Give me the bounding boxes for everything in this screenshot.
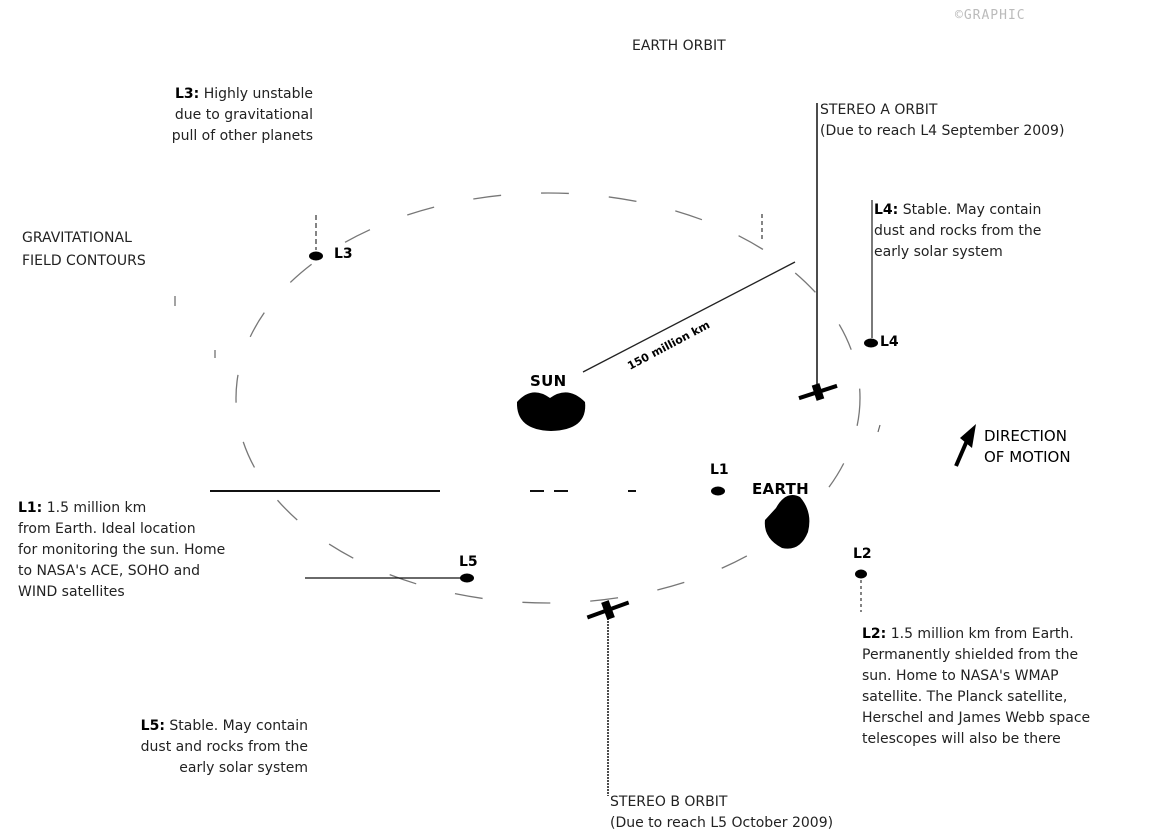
l3-note: L3: Highly unstable due to gravitational… <box>172 84 313 147</box>
stereo-a-title: STEREO A ORBIT <box>820 102 938 118</box>
diagram-title: EARTH ORBIT <box>632 38 726 54</box>
l2-note-line: sun. Home to NASA's WMAP <box>862 668 1059 684</box>
earth-orbit-path <box>235 192 861 604</box>
l4-note-line: dust and rocks from the <box>874 223 1042 239</box>
l5-label: L5 <box>459 554 478 570</box>
stereo-a-label: STEREO A ORBIT (Due to reach L4 Septembe… <box>820 100 1064 142</box>
l5-point <box>460 573 474 583</box>
field-contour <box>877 424 881 433</box>
l3-note-head: L3: <box>174 86 200 102</box>
l3-note-line: Highly unstable <box>199 86 313 102</box>
gravitational-label-line2: FIELD CONTOURS <box>22 253 146 269</box>
earth-shape <box>764 495 810 549</box>
l1-label: L1 <box>710 462 729 478</box>
l4-note-line: Stable. May contain <box>898 202 1042 218</box>
stereo-a-date: (Due to reach L4 September 2009) <box>820 123 1065 139</box>
l2-point <box>855 569 867 579</box>
l3-label: L3 <box>334 246 353 262</box>
l3-note-line: due to gravitational <box>174 107 313 123</box>
l5-note-line: early solar system <box>179 760 308 776</box>
l1-note: L1: 1.5 million km from Earth. Ideal loc… <box>18 498 225 603</box>
l2-label: L2 <box>853 546 872 562</box>
l1-point <box>711 486 725 496</box>
l2-note-line: 1.5 million km from Earth. <box>886 626 1074 642</box>
stereo-b-title: STEREO B ORBIT <box>610 794 728 810</box>
l2-note-line: Herschel and James Webb space <box>862 710 1091 726</box>
l5-note-head: L5: <box>140 718 165 734</box>
l5-note-line: Stable. May contain <box>164 718 308 734</box>
l5-note: L5: Stable. May contain dust and rocks f… <box>141 716 308 779</box>
l2-note-line: satellite. The Planck satellite, <box>862 689 1068 705</box>
l2-note-head: L2: <box>862 626 887 642</box>
stereo-b-satellite-icon <box>586 600 630 620</box>
sun-label: SUN <box>530 372 567 390</box>
stereo-b-label: STEREO B ORBIT (Due to reach L5 October … <box>610 792 833 834</box>
l1-note-line: for monitoring the sun. Home <box>18 542 226 558</box>
distance-line <box>582 261 796 373</box>
l4-note-head: L4: <box>874 202 899 218</box>
l3-point <box>309 251 323 261</box>
credit-watermark: ©GRAPHIC <box>955 8 1026 23</box>
l2-note: L2: 1.5 million km from Earth. Permanent… <box>862 624 1090 750</box>
l1-note-line: to NASA's ACE, SOHO and <box>18 563 200 579</box>
l4-note-line: early solar system <box>874 244 1003 260</box>
l3-note-line: pull of other planets <box>171 128 313 144</box>
direction-label-line2: OF MOTION <box>984 448 1071 466</box>
sun-shape <box>516 392 586 431</box>
stereo-b-date: (Due to reach L5 October 2009) <box>610 815 834 831</box>
direction-label: DIRECTION OF MOTION <box>984 426 1071 468</box>
l5-note-line: dust and rocks from the <box>140 739 308 755</box>
direction-arrow-shaft <box>954 435 971 467</box>
l1-note-line: 1.5 million km <box>42 500 147 516</box>
l4-label: L4 <box>880 334 899 350</box>
l1-note-head: L1: <box>18 500 43 516</box>
l4-note: L4: Stable. May contain dust and rocks f… <box>874 200 1041 263</box>
direction-label-line1: DIRECTION <box>984 427 1067 445</box>
earth-label: EARTH <box>752 480 810 498</box>
l2-note-line: telescopes will also be there <box>862 731 1061 747</box>
stereo-a-satellite-icon <box>798 383 838 401</box>
l1-note-line: WIND satellites <box>18 584 125 600</box>
l1-note-line: from Earth. Ideal location <box>18 521 196 537</box>
gravitational-label-line1: GRAVITATIONAL <box>22 230 132 246</box>
distance-label: 150 million km <box>625 318 712 372</box>
l2-note-line: Permanently shielded from the <box>862 647 1079 663</box>
l4-point <box>864 338 878 348</box>
